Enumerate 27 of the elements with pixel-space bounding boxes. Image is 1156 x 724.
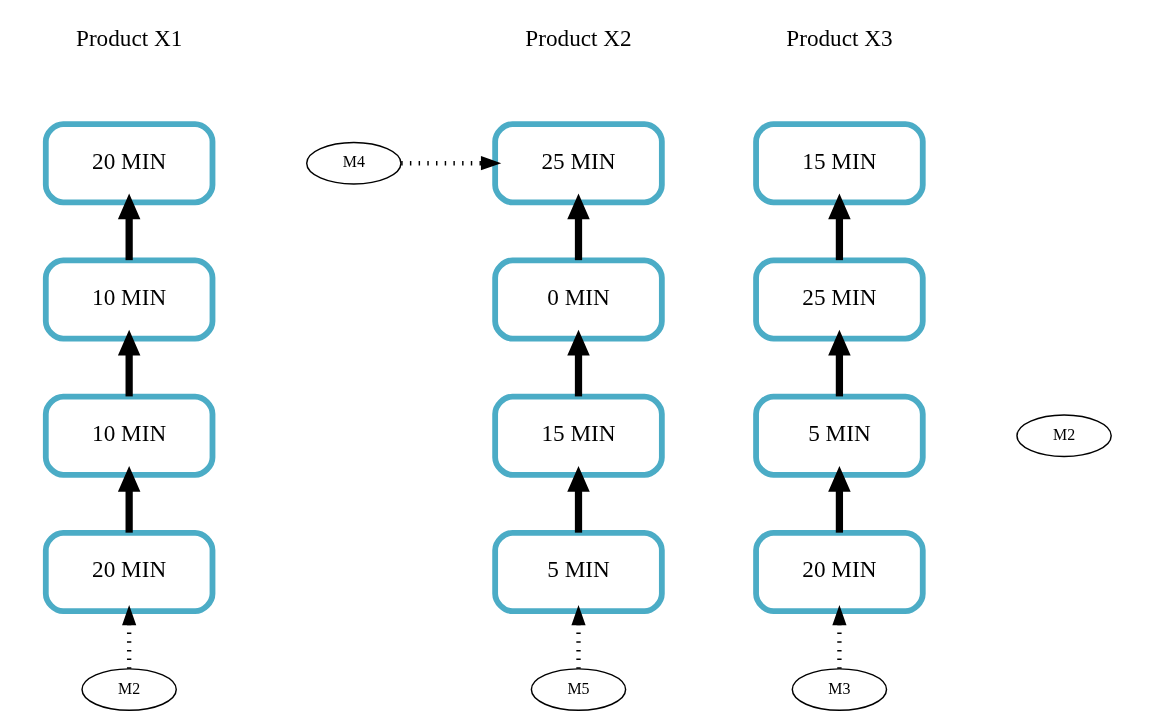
arrow bbox=[400, 156, 501, 171]
node-box: 15 MIN bbox=[752, 121, 926, 206]
arrow bbox=[117, 193, 140, 261]
node-box: 5 MIN bbox=[491, 529, 665, 614]
label: Product X1 bbox=[75, 24, 182, 51]
node-box: 20 MIN bbox=[42, 121, 215, 206]
node-box: 25 MIN bbox=[752, 257, 926, 342]
node-box: 10 MIN bbox=[42, 393, 215, 478]
node-box: 5 MIN bbox=[752, 393, 926, 478]
arrow bbox=[570, 605, 586, 669]
node-ellipse: M5 bbox=[530, 668, 626, 712]
node-box: 10 MIN bbox=[42, 257, 215, 342]
node-box: 25 MIN bbox=[491, 121, 665, 206]
arrow bbox=[566, 193, 590, 261]
node-ellipse: M3 bbox=[791, 668, 887, 712]
node-box: 20 MIN bbox=[42, 529, 215, 614]
node-box: 20 MIN bbox=[752, 529, 926, 614]
arrow bbox=[121, 605, 136, 669]
node-ellipse: M2 bbox=[1015, 414, 1112, 458]
arrow bbox=[827, 193, 851, 261]
node-box: 0 MIN bbox=[491, 257, 665, 342]
node-box: 15 MIN bbox=[491, 393, 665, 478]
label: Product X3 bbox=[785, 24, 893, 51]
label: Product X2 bbox=[524, 24, 632, 51]
node-ellipse: M4 bbox=[305, 141, 402, 185]
arrow bbox=[831, 605, 847, 669]
node-ellipse: M2 bbox=[80, 668, 177, 712]
